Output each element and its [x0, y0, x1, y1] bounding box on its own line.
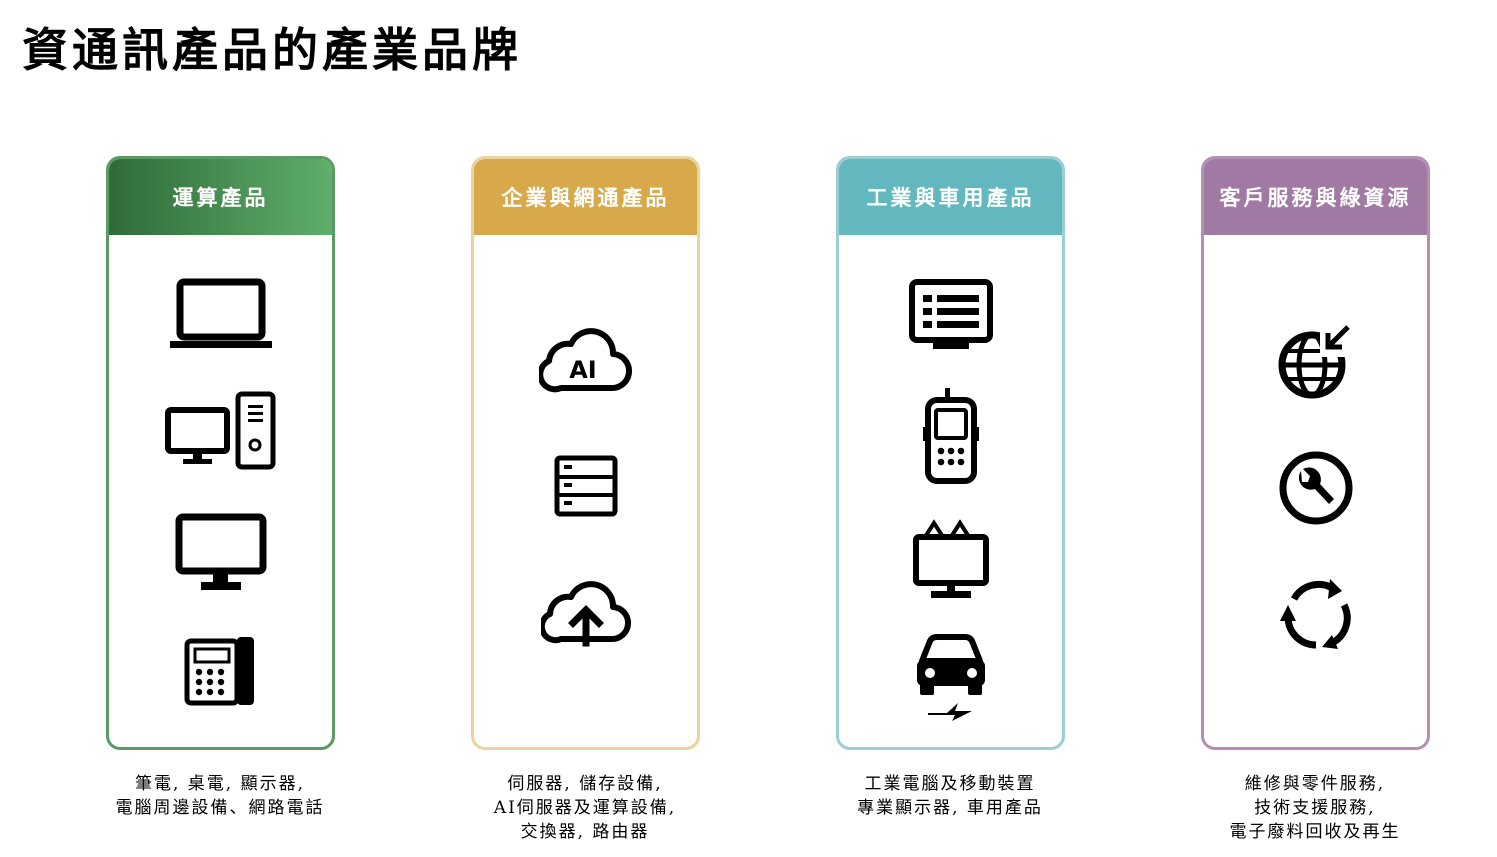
card-title: 客戶服務與綠資源: [1219, 185, 1412, 210]
globe-service-icon: [1278, 323, 1354, 399]
caption-line: AI伺服器及運算設備,: [493, 798, 677, 818]
desk-phone-icon: [184, 635, 258, 709]
caption-line: 交換器, 路由器: [520, 822, 650, 842]
card-computing-products: 運算產品: [106, 156, 335, 750]
card-header: 企業與網通產品: [474, 159, 697, 235]
signage-display-icon: [911, 515, 991, 601]
monitor-icon: [175, 513, 267, 595]
card-caption-service: 維修與零件服務, 技術支援服務, 電子廢料回收及再生: [1165, 772, 1465, 844]
card-industrial-automotive-products: 工業與車用產品: [836, 156, 1065, 750]
caption-line: 工業電腦及移動裝置: [864, 774, 1036, 794]
server-icon: [554, 455, 618, 519]
caption-line: 專業顯示器, 車用產品: [857, 798, 1043, 818]
card-caption-enterprise: 伺服器, 儲存設備, AI伺服器及運算設備, 交換器, 路由器: [435, 772, 735, 844]
caption-line: 電子廢料回收及再生: [1229, 822, 1401, 842]
card-header: 運算產品: [109, 159, 332, 235]
industrial-pc-icon: [908, 279, 993, 353]
recycle-icon: [1276, 575, 1356, 655]
caption-line: 電腦周邊設備、網路電話: [115, 798, 325, 818]
desktop-tower-icon: [164, 391, 277, 471]
card-title: 企業與網通產品: [501, 185, 670, 210]
repair-wrench-icon: [1277, 449, 1355, 527]
card-header: 客戶服務與綠資源: [1204, 159, 1427, 235]
card-customer-service-green-resources: 客戶服務與綠資源: [1201, 156, 1430, 750]
electric-car-icon: [914, 633, 988, 721]
card-title: 運算產品: [172, 185, 269, 210]
card-caption-computing: 筆電, 桌電, 顯示器, 電腦周邊設備、網路電話: [70, 772, 370, 820]
caption-line: 伺服器, 儲存設備,: [507, 774, 663, 794]
handheld-device-icon: [920, 387, 982, 485]
card-header: 工業與車用產品: [839, 159, 1062, 235]
card-caption-industrial: 工業電腦及移動裝置專業顯示器, 車用產品: [800, 772, 1100, 820]
laptop-icon: [169, 277, 273, 351]
caption-line: 維修與零件服務,: [1244, 774, 1386, 794]
caption-line: 筆電, 桌電, 顯示器,: [134, 774, 306, 794]
card-enterprise-network-products: 企業與網通產品 AI: [471, 156, 700, 750]
svg-text:AI: AI: [569, 356, 597, 384]
ai-cloud-icon: AI: [538, 325, 633, 395]
page-title: 資通訊產品的產業品牌: [22, 23, 522, 77]
caption-line: 技術支援服務,: [1254, 798, 1376, 818]
card-title: 工業與車用產品: [866, 185, 1035, 210]
cloud-upload-icon: [540, 575, 631, 647]
